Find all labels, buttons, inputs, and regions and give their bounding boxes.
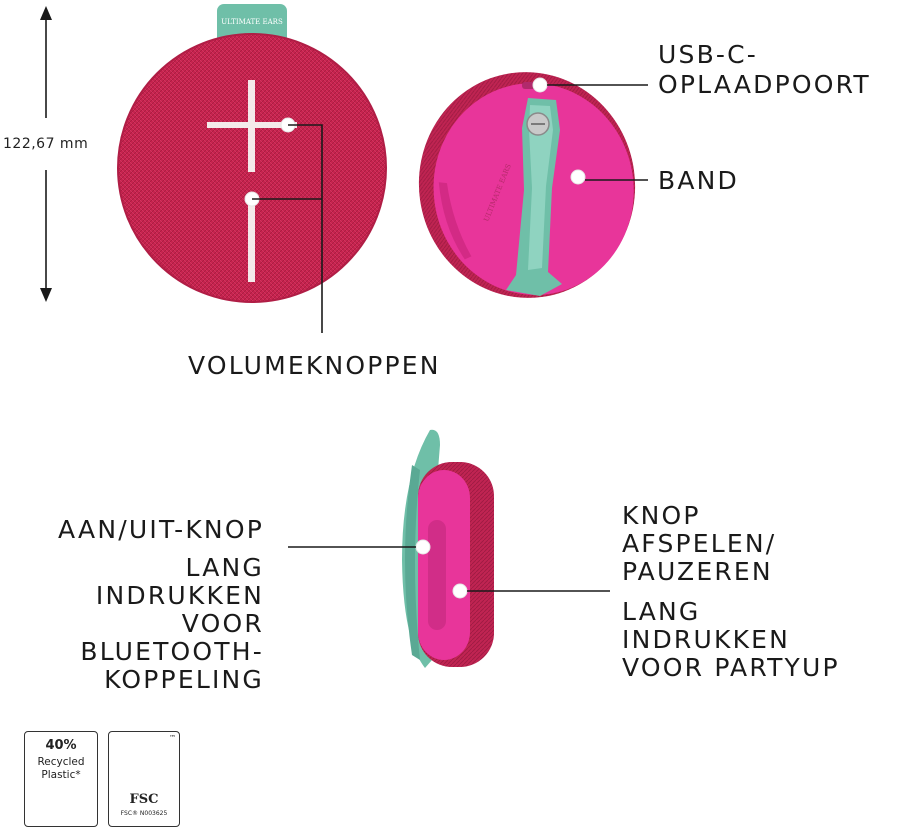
- play-hold-line: INDRUKKEN: [622, 625, 791, 654]
- height-dimension-arrow: [40, 6, 52, 302]
- volume-callout-lines: [244, 117, 323, 333]
- play-label-line: PAUZEREN: [622, 557, 773, 586]
- fsc-tm: ™: [169, 734, 176, 742]
- usb-label-line: OPLAADPOORT: [658, 70, 871, 99]
- usb-band-callout-lines: [532, 77, 648, 185]
- fsc-code: FSC® N003625: [120, 810, 168, 817]
- recycled-percent: 40%: [45, 738, 77, 753]
- band-label: BAND: [658, 166, 740, 195]
- play-pause-label: KNOP AFSPELEN/ PAUZEREN: [622, 502, 776, 586]
- volume-buttons-label: VOLUMEKNOPPEN: [188, 351, 441, 380]
- power-hold-line: BLUETOOTH-: [80, 637, 264, 666]
- power-hold-line: LANG: [185, 553, 264, 582]
- power-hold-line: KOPPELING: [104, 665, 264, 694]
- recycled-line2: Plastic*: [41, 769, 81, 781]
- usb-c-port-label: USB-C- OPLAADPOORT: [658, 40, 871, 100]
- speaker-side-view: [402, 429, 494, 668]
- play-hold-label: LANG INDRUKKEN VOOR PARTYUP: [622, 598, 840, 682]
- power-hold-label: LANG INDRUKKEN VOOR BLUETOOTH- KOPPELING: [20, 554, 264, 694]
- power-button-label: AAN/UIT-KNOP: [58, 515, 264, 544]
- strap-logo-text: ULTIMATE EARS: [221, 18, 283, 26]
- speaker-front-view: ULTIMATE EARS: [117, 4, 387, 303]
- height-dimension-label: 122,67 mm: [3, 136, 89, 152]
- volume-minus-button: [248, 196, 255, 282]
- power-hold-line: INDRUKKEN: [95, 581, 264, 610]
- fsc-label: FSC: [129, 792, 159, 807]
- side-callout-lines: [288, 539, 610, 599]
- recycled-line1: Recycled: [37, 756, 85, 768]
- play-label-line: AFSPELEN/: [622, 529, 777, 558]
- play-hold-line: LANG: [622, 597, 701, 626]
- power-hold-line: VOOR: [181, 609, 264, 638]
- speaker-back-view: ULTIMATE EARS: [418, 72, 636, 298]
- recycled-plastic-badge: 40% Recycled Plastic*: [24, 731, 98, 827]
- fsc-badge: ™ FSC FSC® N003625: [108, 731, 180, 827]
- play-label-line: KNOP: [622, 501, 701, 530]
- play-hold-line: VOOR PARTYUP: [622, 653, 840, 682]
- usb-label-line: USB-C-: [658, 40, 759, 69]
